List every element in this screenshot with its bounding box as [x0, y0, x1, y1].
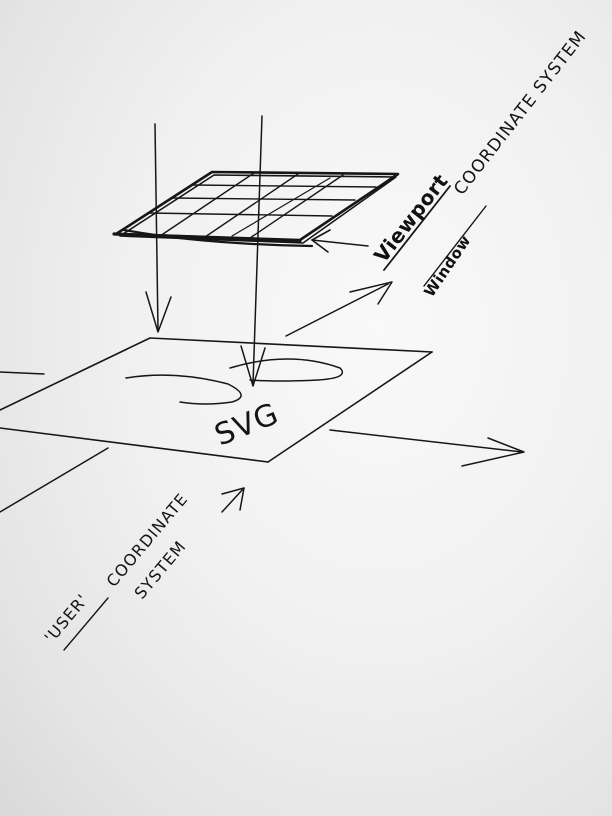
- labels: Viewport COORDINATE SYSTEM Window SVG 'U…: [41, 27, 591, 650]
- window-underline: [424, 206, 486, 286]
- svg-canvas-plane: [0, 338, 432, 462]
- projection-lines: [146, 116, 265, 386]
- viewport-coordinate-label: COORDINATE SYSTEM: [450, 27, 591, 199]
- svg-label: SVG: [210, 396, 284, 453]
- user-word-label: 'USER': [41, 590, 93, 647]
- window-label: Window: [420, 232, 474, 300]
